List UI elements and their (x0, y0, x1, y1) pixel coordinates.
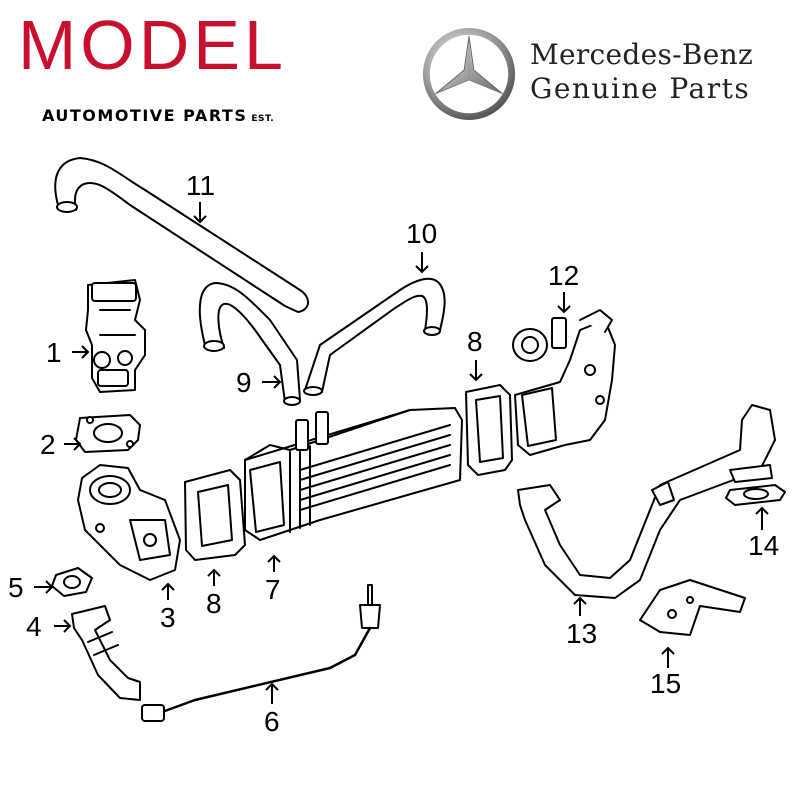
part-10-hose (303, 277, 446, 396)
callout-15: 15 (650, 668, 682, 699)
brand-sub-text: AUTOMOTIVE PARTS (42, 106, 248, 125)
three-pointed-star-icon (422, 27, 516, 121)
callout-9: 9 (236, 367, 252, 398)
callout-14: 14 (748, 530, 780, 561)
part-2-gasket (75, 414, 141, 453)
part-13-bent-pipe (517, 404, 776, 599)
partner-line-2: Genuine Parts (530, 72, 751, 105)
callout-10: 10 (406, 218, 438, 249)
callout-7: 7 (265, 574, 281, 605)
part-9-hose (198, 282, 301, 406)
callout-3: 3 (160, 602, 176, 633)
part-15-bracket (639, 579, 746, 636)
part-4-pipe (71, 605, 141, 701)
part-8-plate-gasket-left (184, 469, 246, 561)
part-12-valve-assembly (512, 309, 616, 456)
part-14-gasket (725, 484, 786, 506)
callout-11: 11 (186, 170, 216, 201)
mercedes-genuine-parts-wordmark: Mercedes-Benz Genuine Parts (530, 38, 753, 106)
callout-8-left: 8 (206, 588, 222, 619)
callout-6: 6 (264, 706, 280, 737)
callout-5: 5 (8, 572, 24, 603)
part-7-egr-cooler (244, 407, 463, 541)
callout-1: 1 (46, 337, 62, 368)
callout-2: 2 (40, 429, 56, 460)
part-11-hose (54, 157, 309, 313)
part-8-plate-gasket-right (465, 384, 513, 476)
brand-est: EST. (251, 114, 275, 124)
callout-13: 13 (566, 618, 598, 649)
part-5-small-gasket (51, 567, 93, 597)
callout-8-right: 8 (467, 326, 483, 357)
callout-4: 4 (26, 611, 42, 642)
part-3-valve-housing (77, 464, 181, 581)
brand-word: MODEL (18, 6, 287, 84)
part-1-egr-valve (85, 279, 146, 393)
part-6-sensor (141, 584, 381, 722)
partner-line-1: Mercedes-Benz (530, 38, 754, 71)
callout-12: 12 (548, 260, 580, 291)
callout-arrows (34, 202, 769, 704)
